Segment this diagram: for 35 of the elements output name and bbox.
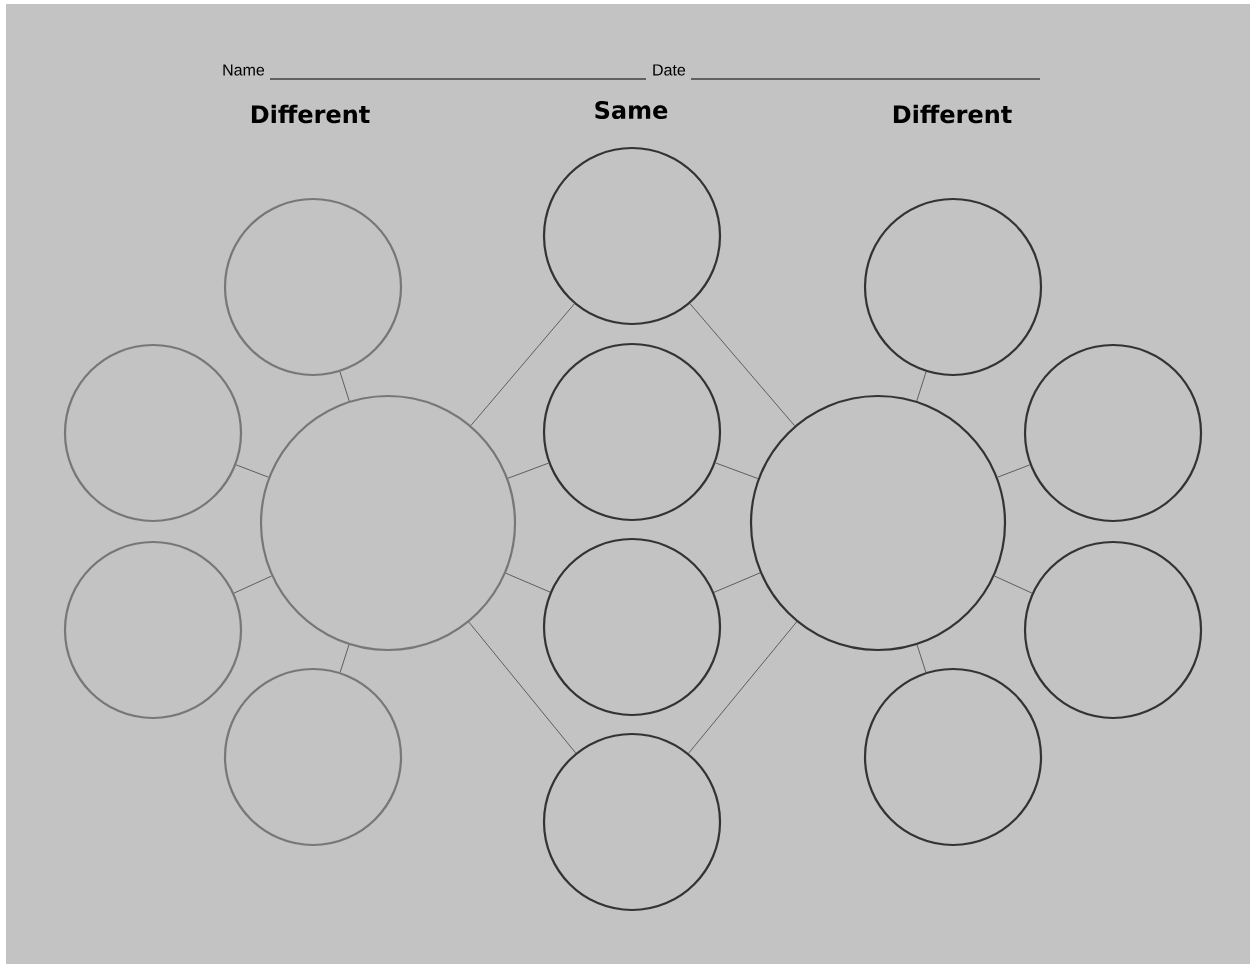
- connector-line: [688, 621, 798, 754]
- connector-line: [715, 462, 759, 479]
- column-heading: Different: [893, 104, 1012, 124]
- bubble: [63, 343, 243, 523]
- bubble: [863, 667, 1043, 847]
- connector-line: [235, 464, 269, 478]
- field-label: Date: [653, 64, 686, 76]
- connector-line: [997, 464, 1031, 478]
- field-label: Name: [223, 64, 265, 76]
- connector-line: [505, 572, 551, 593]
- bubble: [863, 197, 1043, 377]
- bubble: [542, 732, 722, 912]
- connector-line: [468, 621, 577, 754]
- bubble: [223, 197, 403, 377]
- bubble: [542, 146, 722, 326]
- connector-line: [916, 371, 927, 402]
- connector-line: [339, 371, 350, 402]
- bubble: [1023, 540, 1203, 720]
- bubble: [542, 342, 722, 522]
- bubble: [749, 394, 1007, 652]
- connector-line: [916, 644, 927, 673]
- connector-line: [689, 303, 796, 427]
- connector-line: [507, 462, 549, 479]
- bubble: [223, 667, 403, 847]
- column-heading: Different: [251, 104, 370, 124]
- bubble: [1023, 343, 1203, 523]
- bubble: [63, 540, 243, 720]
- connector-line: [233, 575, 272, 594]
- connector-line: [994, 575, 1033, 594]
- column-heading: Same: [595, 100, 668, 120]
- bubble: [542, 537, 722, 717]
- bubble: [259, 394, 517, 652]
- connector-line: [470, 303, 575, 426]
- connector-line: [339, 644, 350, 673]
- connector-line: [713, 572, 761, 593]
